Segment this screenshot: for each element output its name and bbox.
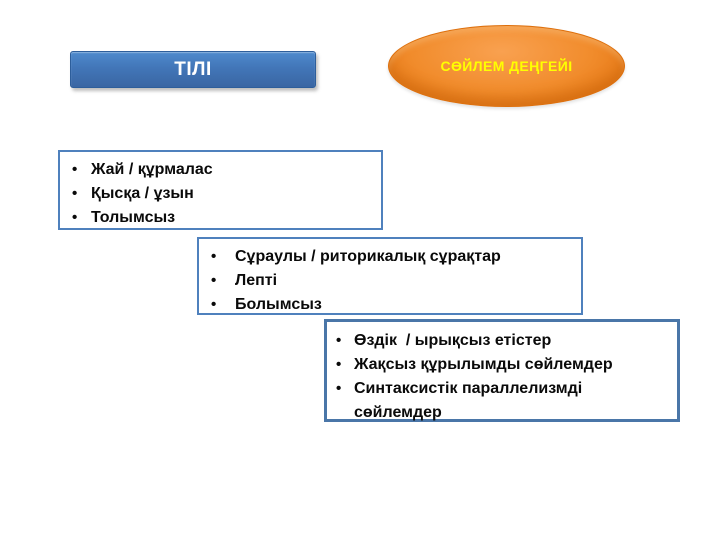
list-item: Жақсыз құрылымды сөйлемдер <box>327 353 673 377</box>
list-item: Лепті <box>199 269 575 293</box>
list-item: Болымсыз <box>199 293 575 317</box>
sentence-level-label: СӨЙЛЕМ ДЕҢГЕЙІ <box>440 58 573 74</box>
list-item: Сұраулы / риторикалық сұрақтар <box>199 245 575 269</box>
sentence-structure-box: Өздік / ырықсыз етістер Жақсыз құрылымды… <box>324 319 680 422</box>
list-item: Өздік / ырықсыз етістер <box>327 329 673 353</box>
sentence-type-list: Сұраулы / риторикалық сұрақтар Лепті Бол… <box>199 245 575 317</box>
list-item: Қысқа / ұзын <box>60 182 375 206</box>
sentence-structure-list: Өздік / ырықсыз етістер Жақсыз құрылымды… <box>327 329 673 425</box>
list-item: Толымсыз <box>60 206 375 230</box>
sentence-type-box: Сұраулы / риторикалық сұрақтар Лепті Бол… <box>197 237 583 317</box>
language-features-list: Жай / құрмалас Қысқа / ұзын Толымсыз <box>60 158 375 230</box>
list-item: Синтаксистік параллелизмді сөйлемдер <box>327 377 673 425</box>
language-features-box: Жай / құрмалас Қысқа / ұзын Толымсыз <box>58 150 383 230</box>
list-item: Жай / құрмалас <box>60 158 375 182</box>
title-shape-label: ТІЛІ <box>174 58 212 80</box>
sentence-level-ellipse: СӨЙЛЕМ ДЕҢГЕЙІ <box>388 25 625 107</box>
title-shape: ТІЛІ <box>70 51 316 88</box>
